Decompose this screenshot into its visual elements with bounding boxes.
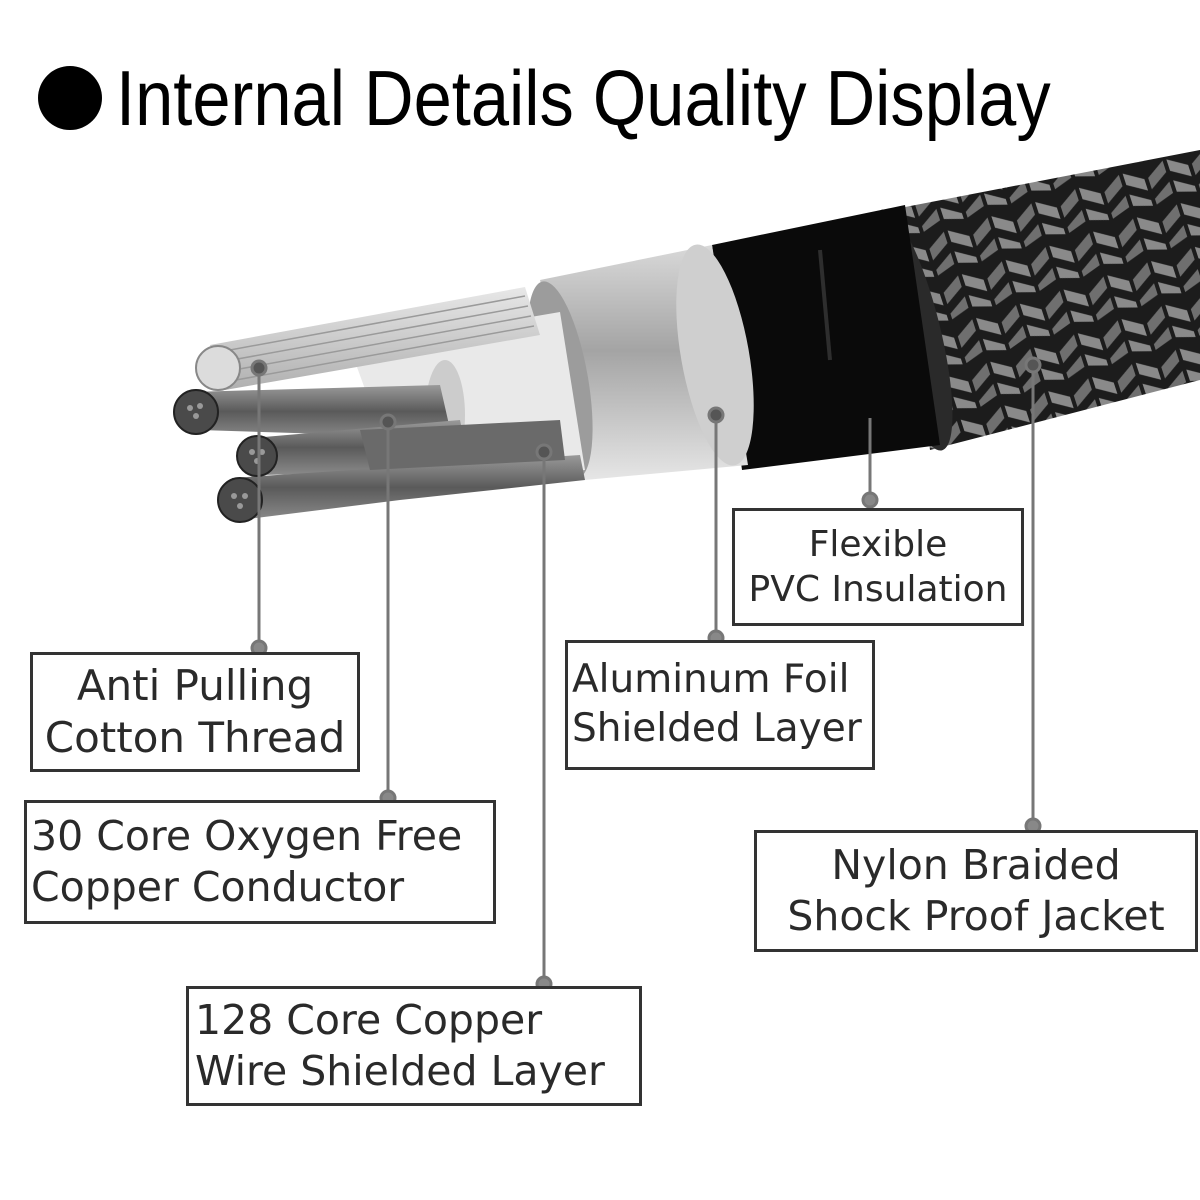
label-line: Nylon Braided <box>831 840 1120 891</box>
label-line: Wire Shielded Layer <box>195 1046 605 1097</box>
label-flexible-pvc-insulation: Flexible PVC Insulation <box>732 508 1024 626</box>
label-line: Aluminum Foil <box>572 656 849 705</box>
label-aluminum-foil-shield: Aluminum Foil Shielded Layer <box>565 640 875 770</box>
label-30-core-copper-conductor: 30 Core Oxygen Free Copper Conductor <box>24 800 496 924</box>
label-line: Cotton Thread <box>45 712 345 765</box>
label-nylon-braided-jacket: Nylon Braided Shock Proof Jacket <box>754 830 1198 952</box>
label-line: 128 Core Copper <box>195 995 542 1046</box>
label-128-core-copper-shield: 128 Core Copper Wire Shielded Layer <box>186 986 642 1106</box>
label-line: Flexible <box>809 522 948 567</box>
label-line: Shielded Layer <box>572 705 862 754</box>
label-line: Anti Pulling <box>77 660 313 713</box>
label-line: PVC Insulation <box>749 567 1008 612</box>
label-anti-pulling-cotton-thread: Anti Pulling Cotton Thread <box>30 652 360 772</box>
label-line: 30 Core Oxygen Free <box>31 811 462 862</box>
label-line: Shock Proof Jacket <box>787 891 1164 942</box>
label-line: Copper Conductor <box>31 862 404 913</box>
